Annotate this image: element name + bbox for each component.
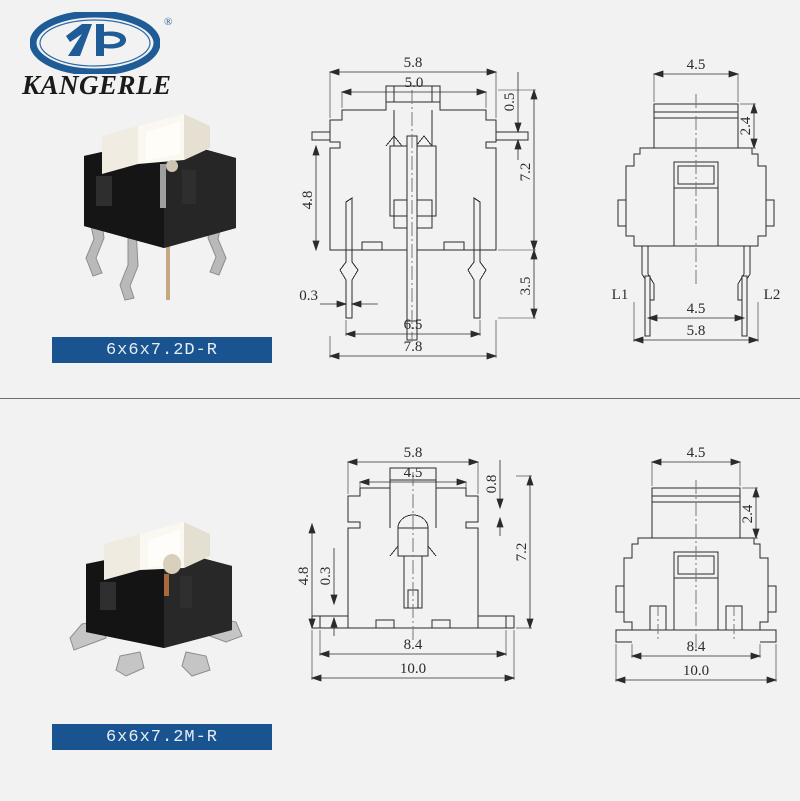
dim-7-2: 7.2 bbox=[514, 543, 530, 562]
dim-4-8: 4.8 bbox=[300, 191, 316, 210]
model-label-1: 6x6x7.2D-R bbox=[52, 337, 272, 363]
front-view-drawing-2: 5.8 4.5 0.8 7.2 4.8 0.3 bbox=[290, 440, 550, 710]
dim-2-4: 2.4 bbox=[738, 116, 754, 135]
dim-2-4: 2.4 bbox=[740, 504, 756, 523]
dim-7-2: 7.2 bbox=[518, 163, 534, 182]
side-view-drawing-2: 4.5 2.4 8.4 10.0 bbox=[596, 440, 796, 710]
dim-0-8: 0.8 bbox=[484, 475, 500, 494]
dim-10-0: 10.0 bbox=[683, 663, 709, 679]
side-view-drawing-1: 4.5 2.4 L1 L2 4.5 5.8 bbox=[596, 50, 796, 370]
dim-4-5: 4.5 bbox=[404, 465, 423, 481]
dim-8-4: 8.4 bbox=[404, 637, 423, 653]
dim-8-4: 8.4 bbox=[687, 639, 706, 655]
dim-0-5: 0.5 bbox=[502, 93, 518, 112]
dim-4-5-bottom: 4.5 bbox=[687, 301, 706, 317]
dim-7-8: 7.8 bbox=[404, 339, 423, 355]
dim-0-3: 0.3 bbox=[318, 567, 334, 586]
kangerle-ellipse-logo bbox=[30, 12, 160, 74]
dim-5-0: 5.0 bbox=[405, 75, 424, 91]
registered-trademark-icon: ® bbox=[164, 16, 173, 28]
terminal-label-l2: L2 bbox=[764, 287, 781, 303]
model-label-2: 6x6x7.2M-R bbox=[52, 724, 272, 750]
front-view-drawing-1: 5.8 5.0 0.5 7.2 3.5 4.8 bbox=[290, 50, 550, 370]
brand-logo: ® KANGERLE bbox=[22, 12, 192, 102]
dim-0-3: 0.3 bbox=[299, 288, 318, 304]
brand-name: KANGERLE bbox=[22, 70, 172, 100]
dim-4-8: 4.8 bbox=[296, 567, 312, 586]
dim-4-5-top: 4.5 bbox=[687, 57, 706, 73]
dim-5-8-bottom: 5.8 bbox=[687, 323, 706, 339]
dim-5-8: 5.8 bbox=[404, 55, 423, 71]
dim-3-5: 3.5 bbox=[518, 277, 534, 296]
section-divider bbox=[0, 398, 800, 399]
product-photo-2 bbox=[60, 508, 260, 704]
product-photo-1 bbox=[60, 108, 260, 313]
terminal-label-l1: L1 bbox=[612, 287, 629, 303]
dim-10-0: 10.0 bbox=[400, 661, 426, 677]
dim-6-5: 6.5 bbox=[404, 317, 423, 333]
dim-5-8: 5.8 bbox=[404, 445, 423, 461]
dim-4-5-top: 4.5 bbox=[687, 445, 706, 461]
